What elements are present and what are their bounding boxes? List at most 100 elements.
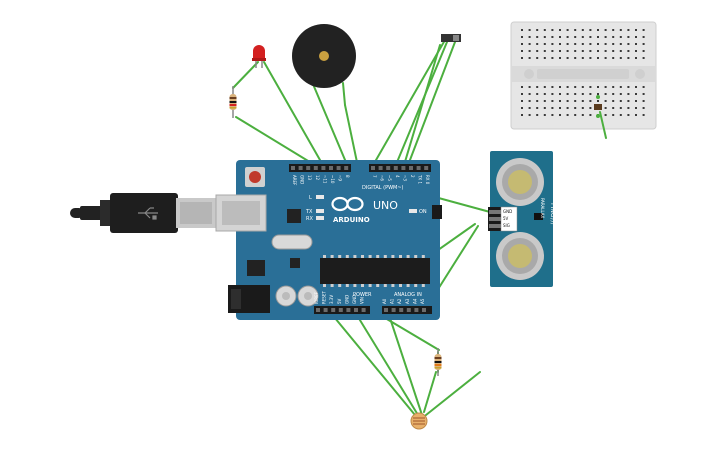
breadboard-hole[interactable] [551, 86, 554, 88]
breadboard-hole[interactable] [619, 114, 622, 116]
breadboard-hole[interactable] [566, 114, 569, 116]
breadboard-hole[interactable] [604, 57, 607, 59]
breadboard-hole[interactable] [619, 107, 622, 109]
breadboard-hole[interactable] [559, 43, 561, 45]
breadboard-hole[interactable] [521, 86, 523, 88]
breadboard-hole[interactable] [597, 36, 599, 38]
breadboard-hole[interactable] [574, 107, 577, 109]
header-pin[interactable] [424, 166, 429, 170]
breadboard-hole[interactable] [559, 86, 561, 88]
breadboard-hole[interactable] [619, 100, 622, 102]
breadboard-hole[interactable] [528, 29, 531, 31]
breadboard-hole[interactable] [536, 86, 539, 88]
breadboard-hole[interactable] [612, 107, 615, 109]
breadboard-hole[interactable] [597, 86, 599, 88]
breadboard-hole[interactable] [612, 100, 615, 102]
breadboard-hole[interactable] [536, 100, 539, 102]
breadboard-hole[interactable] [635, 100, 637, 102]
breadboard-hole[interactable] [559, 107, 561, 109]
breadboard-hole[interactable] [551, 107, 554, 109]
header-pin[interactable] [323, 308, 328, 312]
breadboard-hole[interactable] [619, 50, 622, 52]
header-pin[interactable] [306, 166, 311, 170]
breadboard-hole[interactable] [612, 50, 615, 52]
breadboard-hole[interactable] [635, 114, 637, 116]
header-pin[interactable] [344, 166, 349, 170]
header-pin[interactable] [393, 166, 398, 170]
breadboard-hole[interactable] [597, 43, 599, 45]
breadboard-hole[interactable] [642, 29, 645, 31]
header-pin[interactable] [354, 308, 358, 312]
breadboard-hole[interactable] [521, 29, 523, 31]
breadboard-hole[interactable] [551, 43, 554, 45]
breadboard-hole[interactable] [635, 36, 637, 38]
breadboard-hole[interactable] [612, 114, 615, 116]
breadboard-hole[interactable] [528, 93, 531, 95]
breadboard-hole[interactable] [581, 29, 584, 31]
breadboard-hole[interactable] [521, 43, 523, 45]
breadboard-hole[interactable] [604, 50, 607, 52]
breadboard-hole[interactable] [604, 86, 607, 88]
breadboard-hole[interactable] [612, 36, 615, 38]
breadboard-hole[interactable] [612, 86, 615, 88]
breadboard-hole[interactable] [642, 86, 645, 88]
breadboard-hole[interactable] [574, 57, 577, 59]
red-led[interactable] [252, 45, 266, 68]
breadboard-hole[interactable] [597, 93, 599, 95]
breadboard-hole[interactable] [604, 43, 607, 45]
breadboard-hole[interactable] [581, 107, 584, 109]
header-pin[interactable] [399, 308, 404, 312]
header-pin[interactable] [391, 308, 396, 312]
header-pin[interactable] [313, 166, 318, 170]
breadboard-hole[interactable] [551, 29, 554, 31]
breadboard-hole[interactable] [536, 93, 539, 95]
breadboard-hole[interactable] [551, 114, 554, 116]
breadboard-hole[interactable] [642, 57, 645, 59]
breadboard-hole[interactable] [543, 93, 546, 95]
header-pin[interactable] [406, 308, 411, 312]
breadboard-hole[interactable] [521, 100, 523, 102]
breadboard-hole[interactable] [528, 86, 531, 88]
breadboard-hole[interactable] [619, 36, 622, 38]
breadboard-hole[interactable] [559, 100, 561, 102]
breadboard-hole[interactable] [574, 93, 577, 95]
arduino-uno-board[interactable]: ARDUINO UNO ON TX RX L DIGITAL (PWM~) PO… [215, 160, 442, 320]
breadboard-hole[interactable] [627, 93, 630, 95]
header-pin[interactable] [338, 308, 343, 312]
breadboard-hole[interactable] [581, 93, 584, 95]
header-pin[interactable] [401, 166, 406, 170]
breadboard-hole[interactable] [589, 50, 592, 52]
header-pin[interactable] [329, 166, 333, 170]
breadboard-hole[interactable] [536, 57, 539, 59]
breadboard-hole[interactable] [619, 93, 622, 95]
breadboard-hole[interactable] [566, 29, 569, 31]
header-pin[interactable] [422, 308, 426, 312]
breadboard-hole[interactable] [543, 100, 546, 102]
breadboard-hole[interactable] [574, 100, 577, 102]
breadboard-hole[interactable] [566, 57, 569, 59]
resistor[interactable] [229, 86, 237, 118]
breadboard-hole[interactable] [635, 86, 637, 88]
header-pin[interactable] [331, 308, 336, 312]
breadboard-hole[interactable] [543, 43, 546, 45]
breadboard-hole[interactable] [589, 36, 592, 38]
breadboard-hole[interactable] [589, 93, 592, 95]
breadboard-hole[interactable] [528, 43, 531, 45]
header-pin[interactable] [291, 166, 295, 170]
breadboard-hole[interactable] [589, 29, 592, 31]
breadboard-hole[interactable] [543, 36, 546, 38]
breadboard-hole[interactable] [612, 43, 615, 45]
header-pin[interactable] [378, 166, 383, 170]
breadboard-hole[interactable] [521, 57, 523, 59]
header-pin[interactable] [298, 166, 303, 170]
breadboard-hole[interactable] [528, 100, 531, 102]
breadboard-hole[interactable] [521, 36, 523, 38]
breadboard-hole[interactable] [597, 29, 599, 31]
header-pin[interactable] [414, 308, 419, 312]
digital-header-left[interactable] [289, 164, 351, 172]
breadboard-hole[interactable] [543, 114, 546, 116]
breadboard-hole[interactable] [543, 86, 546, 88]
breadboard-hole[interactable] [627, 57, 630, 59]
photoresistor[interactable] [410, 412, 428, 430]
breadboard-hole[interactable] [559, 50, 561, 52]
